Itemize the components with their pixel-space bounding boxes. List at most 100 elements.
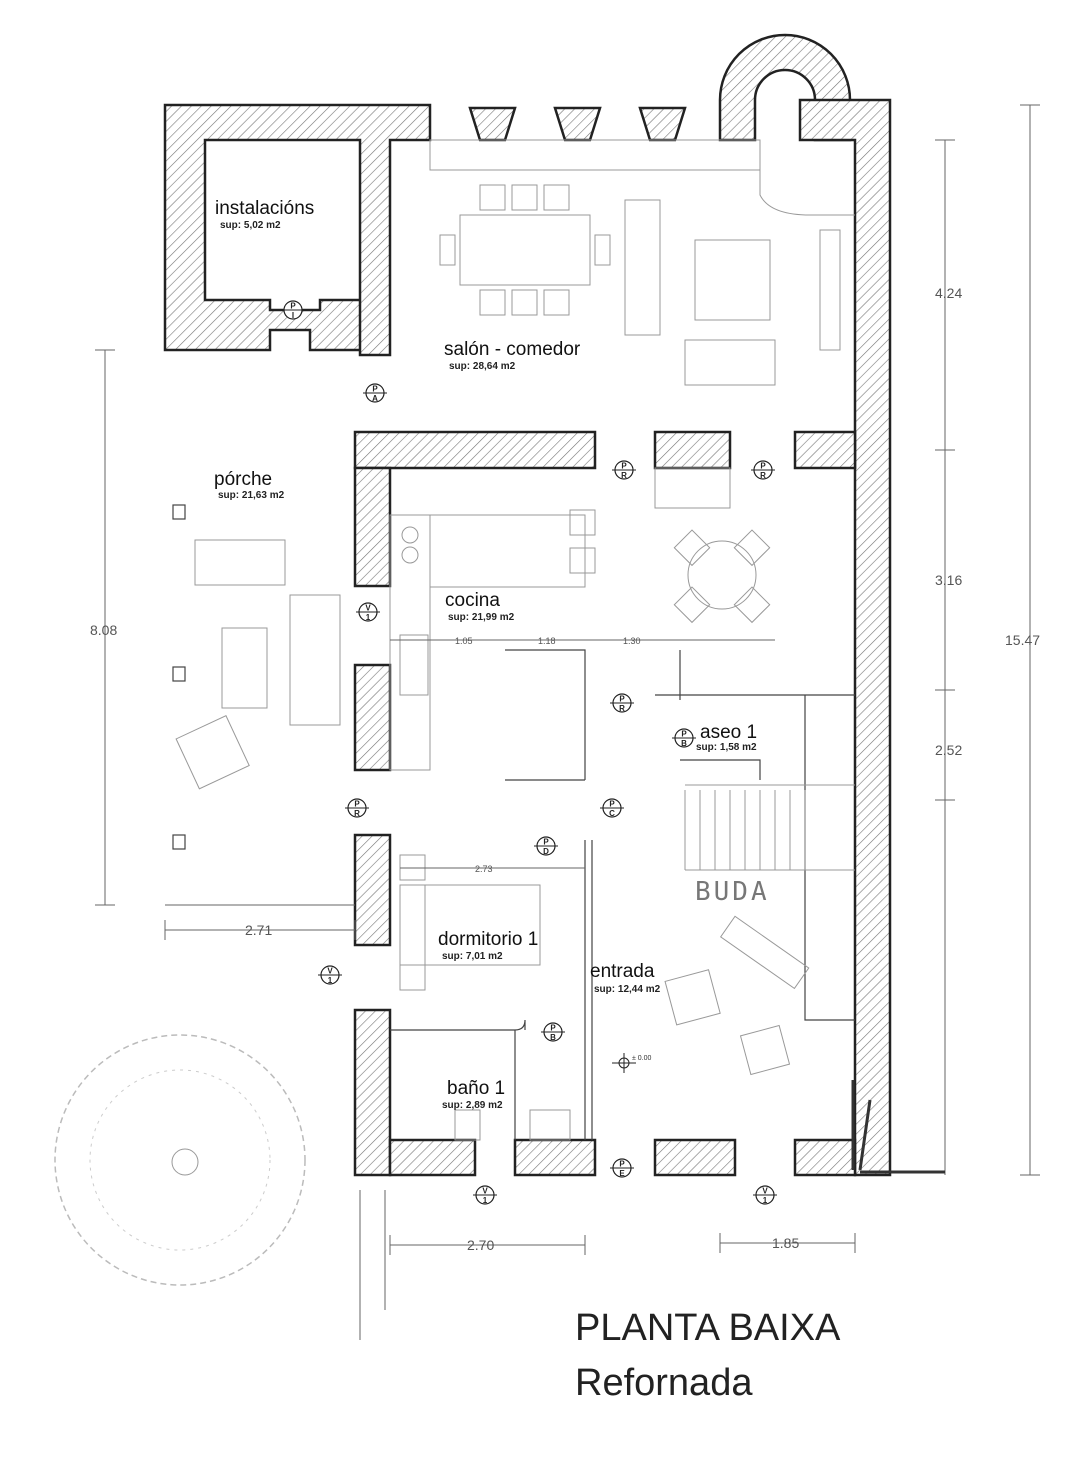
- wall-instalacions: [163, 103, 432, 357]
- kitchen-counter: [389, 514, 431, 771]
- dim-label: 1.30: [623, 636, 641, 646]
- room-name: cocina: [445, 590, 500, 611]
- svg-text:P: P: [619, 695, 625, 704]
- svg-text:P: P: [290, 302, 296, 311]
- svg-text:P: P: [354, 800, 360, 809]
- room-area: sup: 21,63 m2: [218, 490, 285, 501]
- room-name: instalacións: [215, 198, 314, 219]
- dimension-lines: [95, 104, 1040, 1340]
- svg-text:R: R: [621, 471, 627, 480]
- dim-label: 2.73: [475, 864, 493, 874]
- dim-label: 2.52: [935, 742, 962, 758]
- wall-salon-cocina: [793, 430, 857, 470]
- tv-unit: [819, 229, 841, 351]
- handwritten-note: BUDA: [695, 877, 770, 907]
- dim-label: 1.05: [455, 636, 473, 646]
- pillar: [553, 106, 602, 142]
- svg-text:V: V: [482, 1187, 488, 1196]
- porch-table: [221, 627, 268, 709]
- wall-cocina-left: [353, 466, 392, 588]
- svg-text:B: B: [681, 739, 687, 748]
- dining-table: [459, 214, 591, 286]
- door-tag: V 1: [318, 965, 342, 985]
- wall-bottom: [513, 1138, 597, 1177]
- wall-salon-cocina: [353, 430, 597, 470]
- dim-label: 2.70: [467, 1237, 494, 1253]
- room-name: pórche: [214, 469, 272, 490]
- svg-text:P: P: [372, 385, 378, 394]
- svg-text:1: 1: [763, 1196, 768, 1205]
- svg-text:R: R: [619, 704, 625, 713]
- wall-entrada: [584, 840, 593, 1140]
- wall-dorm-left: [353, 833, 392, 947]
- wall-bottom: [793, 1138, 857, 1177]
- wall-bano: [390, 1019, 526, 1140]
- walls: [163, 33, 892, 1177]
- plan-subtitle: Refornada: [575, 1362, 753, 1404]
- svg-text:1: 1: [328, 976, 333, 985]
- dim-label: 1.85: [772, 1235, 799, 1251]
- door-tag: P D: [534, 836, 558, 856]
- svg-text:E: E: [619, 1169, 625, 1178]
- room-name: baño 1: [447, 1078, 505, 1099]
- room-area: sup: 12,44 m2: [594, 984, 661, 995]
- door-tag: P B: [672, 728, 696, 748]
- wall-bottom: [388, 1138, 477, 1177]
- door-tag: P R: [751, 460, 775, 480]
- svg-text:1: 1: [483, 1196, 488, 1205]
- door-tag: P C: [600, 798, 624, 818]
- door-tag: P R: [345, 798, 369, 818]
- dim-label: 4.24: [935, 285, 962, 301]
- door-tag: P B: [541, 1022, 565, 1042]
- svg-text:P: P: [550, 1024, 556, 1033]
- door-tag: V 1: [356, 602, 380, 622]
- round-table: [687, 540, 757, 610]
- room-area: sup: 7,01 m2: [442, 951, 503, 962]
- room-area: sup: 21,99 m2: [448, 612, 515, 623]
- door-tag: V 1: [473, 1185, 497, 1205]
- dim-label: 8.08: [90, 622, 117, 638]
- wall-right: [798, 98, 892, 1177]
- level-marker: ± 0.00: [612, 1053, 652, 1073]
- kitchen-island: [429, 514, 586, 588]
- door-tag: P R: [612, 460, 636, 480]
- porch-sofa: [289, 594, 341, 726]
- wall-stair: [804, 695, 855, 1021]
- room-name: dormitorio 1: [438, 929, 538, 950]
- dim-label: 1.18: [538, 636, 556, 646]
- wall-salon-cocina: [653, 430, 732, 470]
- tree-symbol: [54, 1034, 306, 1286]
- svg-text:I: I: [292, 311, 294, 320]
- svg-text:V: V: [365, 604, 371, 613]
- svg-text:P: P: [543, 838, 549, 847]
- svg-text:P: P: [621, 462, 627, 471]
- svg-text:D: D: [543, 847, 549, 856]
- dim-label: 3.16: [935, 572, 962, 588]
- wall-cocina-left: [353, 663, 392, 772]
- room-area: sup: 5,02 m2: [220, 220, 281, 231]
- svg-text:P: P: [760, 462, 766, 471]
- room-area: sup: 1,58 m2: [696, 742, 757, 753]
- wall-bottom: [653, 1138, 737, 1177]
- room-area: sup: 28,64 m2: [449, 361, 516, 372]
- sofa: [624, 199, 661, 336]
- door-tags: P I P A P R P R V 1 P R P B P C P D P B …: [281, 300, 777, 1205]
- door-tag: P I: [281, 300, 305, 320]
- wall-aseo: [655, 650, 855, 780]
- svg-text:V: V: [762, 1187, 768, 1196]
- coffee-table: [694, 239, 771, 321]
- svg-text:C: C: [609, 809, 615, 818]
- door-tag: V 1: [753, 1185, 777, 1205]
- door-tag: P R: [610, 693, 634, 713]
- pillar: [468, 106, 517, 142]
- svg-text:P: P: [681, 730, 687, 739]
- wall-closet: [505, 649, 586, 781]
- svg-text:R: R: [354, 809, 360, 818]
- wall-bano-left: [353, 1008, 392, 1177]
- dim-label: 15.47: [1005, 632, 1040, 648]
- svg-text:V: V: [327, 967, 333, 976]
- handwritten-marks: [851, 1080, 945, 1174]
- dim-label: 2.71: [245, 922, 272, 938]
- svg-text:A: A: [372, 394, 378, 403]
